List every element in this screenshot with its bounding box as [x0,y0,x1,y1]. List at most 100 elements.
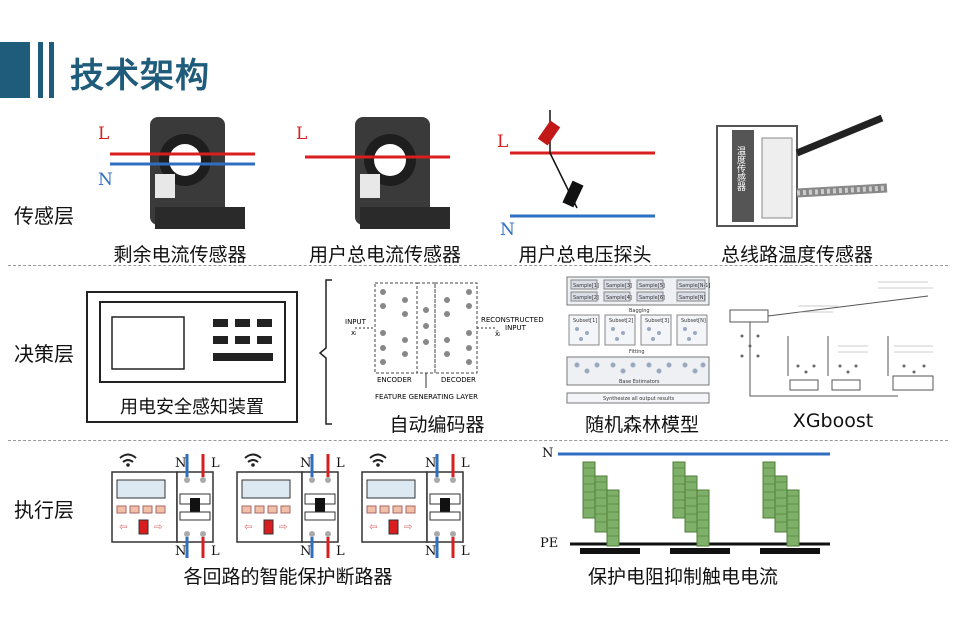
wifi-icon [119,453,137,459]
reset-button [263,519,274,535]
wire-label-l: L [336,456,345,471]
rf-subset: Subset[3] [645,318,669,324]
svg-text:⇨: ⇨ [154,522,162,533]
wire-label-n: N [300,544,312,559]
svg-text:⇦: ⇦ [244,522,252,533]
total-current-sensor-illustration [305,117,450,229]
caption-voltage-probe: 用户总电压探头 [518,244,652,266]
wire-label-n: N [98,170,113,190]
xgboost-diagram [729,281,934,397]
rf-subset: Subset[2] [609,318,633,324]
rf-base: Base Estimators [619,379,660,385]
meter-display [366,479,416,499]
residual-current-sensor-illustration [110,117,255,229]
wire-label-n: N [175,456,187,471]
rf-sample: Sample[5] [639,283,665,289]
ae-reconstructed-input: INPUT [505,324,527,332]
temperature-sensor-illustration: 温度传感器 [716,114,888,227]
row-label-decision: 决策层 [14,342,74,366]
ae-x-in: xᵢ [351,329,356,337]
breaker-toggle [440,498,450,514]
voltage-probe-illustration [510,110,655,218]
caption-protection-resistor: 保护电阻抑制触电电流 [587,566,779,588]
safety-device-illustration [86,291,298,423]
random-forest-diagram: Sample[1] Sample[3] Sample[5] Sample[N-1… [566,276,710,404]
ae-encoder-label: ENCODER [377,376,412,384]
header-accent-line [38,42,43,98]
header-accent-block [0,42,30,98]
svg-text:⇨: ⇨ [279,522,287,533]
meter-display [241,479,291,499]
bracket [318,279,332,425]
reset-button [138,519,149,535]
caption-autoencoder: 自动编码器 [389,414,485,436]
caption-xgboost: XGboost [792,410,874,432]
wire-label-l: L [336,544,345,559]
wire-label-n: N [175,544,187,559]
svg-text:⇦: ⇦ [119,522,127,533]
rf-sample: Sample[6] [639,295,665,301]
wire-label-l: L [461,544,470,559]
rf-subset: Subset[N] [681,318,706,324]
ae-x-out: x̂ᵢ [495,330,500,338]
caption-residual-current-sensor: 剩余电流传感器 [113,244,247,266]
svg-text:⇦: ⇦ [369,522,377,533]
protection-resistor [786,489,800,547]
caption-smart-breakers: 各回路的智能保护断路器 [183,566,393,588]
wire-label-l: L [211,456,220,471]
page-title: 技术架构 [70,56,210,96]
autoencoder-diagram: INPUT xᵢ RECONSTRUCTED INPUT x̂ᵢ ENCODER… [345,282,544,401]
wire-label-n: N [300,456,312,471]
wire-label-n: N [542,446,554,461]
rf-synth: Synthesize all output results [603,396,674,402]
rf-bagging: Bagging [629,308,650,314]
wire-label-pe: PE [540,536,559,551]
ae-feature-label: FEATURE GENERATING LAYER [375,393,478,401]
protection-resistor [684,475,698,533]
row-divider [8,440,948,441]
protection-resistor-illustration [558,452,830,554]
ae-input-label: INPUT [345,318,367,326]
wire-label-l: L [98,124,110,144]
smart-breakers-illustration: ⇦ ⇨ ⇦ ⇨ ⇦ ⇨ [111,453,464,558]
row-label-execution: 执行层 [14,498,74,522]
rf-fitting: Fitting [629,349,645,355]
protection-resistor [672,461,686,519]
rf-sample: Sample[2] [573,295,599,301]
meter-display [116,479,166,499]
wifi-icon [369,453,387,459]
sensor-tag: 温度传感器 [735,146,746,191]
wire-label-n: N [425,456,437,471]
breaker-toggle [190,498,200,514]
protection-resistor [774,475,788,533]
rf-sample: Sample[N-1] [679,283,710,289]
rf-sample: Sample[3] [606,283,632,289]
wire-label-l: L [461,456,470,471]
reset-button [388,519,399,535]
wifi-icon [244,453,262,459]
caption-temperature-sensor: 总线路温度传感器 [720,244,874,266]
breaker-toggle [315,498,325,514]
caption-total-current-sensor: 用户总电流传感器 [308,244,462,266]
caption-random-forest: 随机森林模型 [584,414,700,436]
wire-label-l: L [211,544,220,559]
wire-label-n: N [425,544,437,559]
row-divider [8,265,948,266]
header-accent-line [49,42,54,98]
row-label-sensor: 传感层 [14,204,74,228]
wire-label-l: L [296,124,308,144]
protection-resistor [582,461,596,519]
caption-safety-device: 用电安全感知装置 [120,397,264,418]
rf-sample: Sample[1] [573,283,599,289]
protection-resistor [594,475,608,533]
protection-resistor [696,489,710,547]
protection-resistor [762,461,776,519]
rf-sample: Sample[N] [679,295,705,301]
rf-sample: Sample[4] [606,295,632,301]
protection-resistor [606,489,620,547]
wire-label-n: N [500,220,515,240]
ae-decoder-label: DECODER [441,376,476,384]
wire-label-l: L [497,132,509,152]
ae-reconstructed-label: RECONSTRUCTED [481,316,544,324]
svg-text:⇨: ⇨ [404,522,412,533]
